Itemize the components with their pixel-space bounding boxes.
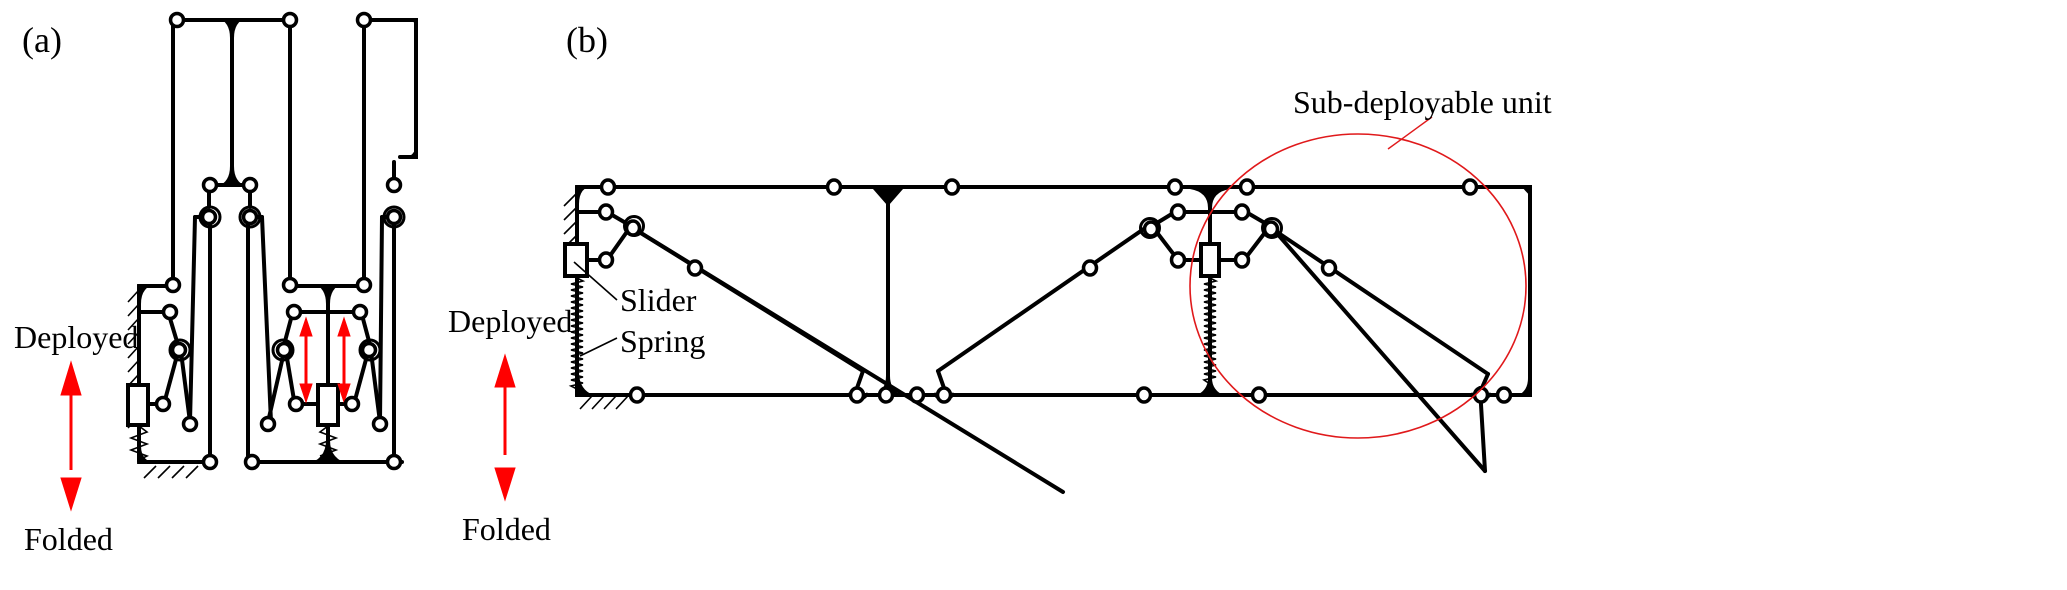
revolute-joint-icon [597,251,615,269]
revolute-joint-icon [1250,386,1268,404]
revolute-joint-icon [201,176,219,194]
revolute-joint-icon [848,386,866,404]
revolute-joint-icon [1169,251,1187,269]
panel-a-motion-arrow-icon [60,360,82,512]
revolute-joint-icon [281,11,299,29]
revolute-joint-icon [935,386,953,404]
spring-callout-label: Spring [620,323,705,359]
panel-a-slider-left-icon [126,383,150,427]
revolute-joint-icon [161,303,179,321]
revolute-joint-icon [599,178,617,196]
panel-a-slider-center-icon [316,383,340,427]
panel-b-label: (b) [566,20,608,60]
revolute-joint-icon [164,276,182,294]
panel-a-revolute-joints [154,11,406,471]
revolute-joint-icon [385,208,403,226]
revolute-joint-icon [200,208,218,226]
panel-b-deployed-label: Deployed [448,303,572,339]
revolute-joint-icon [1262,220,1280,238]
panel-b-slider-2-icon [1199,242,1221,278]
revolute-joint-icon [385,176,403,194]
revolute-joint-icon [1495,386,1513,404]
panel-a-spring-left-icon [128,425,150,461]
panel-a-folded-label: Folded [24,521,113,557]
revolute-joint-icon [825,178,843,196]
revolute-joint-icon [597,203,615,221]
revolute-joint-icon [351,303,369,321]
revolute-joint-icon [624,219,642,237]
revolute-joint-icon [1238,178,1256,196]
revolute-joint-icon [241,176,259,194]
revolute-joint-icon [1081,259,1099,277]
revolute-joint-icon [943,178,961,196]
revolute-joint-icon [281,276,299,294]
panel-a-spring-center-icon [317,425,339,457]
panel-a-deployed-label: Deployed [14,319,138,355]
revolute-joint-icon [1320,259,1338,277]
revolute-joint-icon [908,386,926,404]
revolute-joint-icon [1135,386,1153,404]
sub-deployable-unit-highlight [1189,133,1527,439]
revolute-joint-icon [170,341,188,359]
revolute-joint-icon [259,415,277,433]
revolute-joint-icon [241,208,259,226]
slider-callout-label: Slider [620,282,697,318]
revolute-joint-icon [1169,203,1187,221]
sub-deployable-unit-label: Sub-deployable unit [1293,84,1552,120]
revolute-joint-icon [371,415,389,433]
revolute-joint-icon [243,453,261,471]
revolute-joint-icon [355,276,373,294]
revolute-joint-icon [275,341,293,359]
panel-a-label: (a) [22,20,62,60]
panel-b-motion-arrow-icon [494,353,516,502]
revolute-joint-icon [154,395,172,413]
revolute-joint-icon [1233,251,1251,269]
panel-a: Deployed Folded [14,11,418,557]
revolute-joint-icon [201,453,219,471]
revolute-joint-icon [686,259,704,277]
panel-b: Deployed Folded [448,84,1552,547]
revolute-joint-icon [360,341,378,359]
revolute-joint-icon [1142,220,1160,238]
panel-b-revolute-joints [597,178,1513,404]
revolute-joint-icon [355,11,373,29]
revolute-joint-icon [168,11,186,29]
revolute-joint-icon [1166,178,1184,196]
revolute-joint-icon [287,395,305,413]
revolute-joint-icon [1233,203,1251,221]
panel-b-folded-label: Folded [462,511,551,547]
revolute-joint-icon [628,386,646,404]
revolute-joint-icon [385,453,403,471]
revolute-joint-icon [285,303,303,321]
revolute-joint-icon [181,415,199,433]
panel-a-center-motion-arrows-icon [299,316,351,404]
panel-b-ground-icon [563,192,629,410]
revolute-joint-icon [343,395,361,413]
revolute-joint-icon [1461,178,1479,196]
revolute-joint-icon [877,386,895,404]
